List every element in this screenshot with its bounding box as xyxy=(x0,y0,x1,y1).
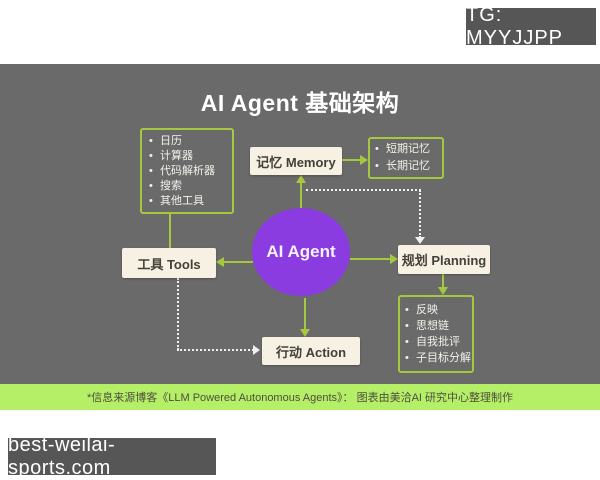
ai-agent-label: AI Agent xyxy=(266,242,336,261)
dotted-arrowhead-into-planning xyxy=(415,237,425,244)
tools-list-item: 代码解析器 xyxy=(146,164,228,179)
memory-node: 记忆 Memory xyxy=(250,147,342,175)
source-note-text: *信息来源博客《LLM Powered Autonomous Agents》： … xyxy=(86,392,514,404)
arrowhead-agent-to-planning xyxy=(390,254,398,264)
connector-planning-to-planninglist xyxy=(442,274,444,289)
planning-list-item: 子目标分解 xyxy=(402,350,471,366)
planning-list-item: 反映 xyxy=(402,302,470,318)
connector-agent-to-planning xyxy=(350,258,391,260)
action-node: 行动 Action xyxy=(262,337,360,365)
connector-memory-to-memorylist xyxy=(342,159,361,161)
memory-list-item: 长期记忆 xyxy=(372,158,440,175)
tools-list-item: 日历 xyxy=(146,134,228,149)
dotted-arrowhead-into-action xyxy=(253,345,260,355)
diagram-title: AI Agent 基础架构 xyxy=(200,90,400,116)
connector-toolslist-to-tools xyxy=(169,213,171,249)
dotted-connector-memory-to-planning-horizontal xyxy=(306,189,421,191)
tools-list-item: 其他工具 xyxy=(146,194,228,209)
dotted-connector-tools-to-action-vertical xyxy=(177,278,179,350)
ai-agent-node: AI Agent xyxy=(252,208,350,296)
site-watermark-badge: best-weilai-sports.com xyxy=(8,434,216,479)
memory-node-label: 记忆 Memory xyxy=(256,154,336,170)
memory-list: 短期记忆 长期记忆 xyxy=(368,137,444,179)
memory-list-item: 短期记忆 xyxy=(372,141,440,158)
connector-agent-to-memory xyxy=(300,181,302,209)
source-note-bar: *信息来源博客《LLM Powered Autonomous Agents》： … xyxy=(0,384,600,410)
tools-list-item: 计算器 xyxy=(146,149,228,164)
tools-list-item: 搜索 xyxy=(146,179,228,194)
arrowhead-memory-to-memorylist xyxy=(360,155,368,165)
tg-watermark-badge: TG: MYYJJPP xyxy=(466,4,596,49)
planning-list-item: 思想链 xyxy=(402,318,470,334)
arrowhead-agent-to-memory xyxy=(296,175,306,183)
planning-node: 规划 Planning xyxy=(398,245,490,274)
action-node-label: 行动 Action xyxy=(275,344,347,360)
tools-list: 日历 计算器 代码解析器 搜索 其他工具 xyxy=(140,128,234,214)
site-watermark-text: best-weilai-sports.com xyxy=(8,433,116,479)
tools-node: 工具 Tools xyxy=(122,248,216,278)
arrowhead-agent-to-action xyxy=(300,329,310,337)
tools-node-label: 工具 Tools xyxy=(137,256,201,272)
arrowhead-agent-to-tools xyxy=(216,257,224,267)
planning-list-item: 自我批评 xyxy=(402,334,470,350)
planning-list: 反映 思想链 自我批评 子目标分解 xyxy=(398,295,474,373)
tg-watermark-text: TG: MYYJJPP xyxy=(466,3,564,49)
planning-node-label: 规划 Planning xyxy=(401,253,487,268)
connector-agent-to-tools xyxy=(222,261,253,263)
arrowhead-planning-to-planninglist xyxy=(438,287,448,295)
connector-agent-to-action xyxy=(304,298,306,331)
dotted-connector-tools-to-action-horizontal xyxy=(177,349,254,351)
dotted-connector-memory-to-planning-vertical xyxy=(419,190,421,238)
diagram-canvas: AI Agent 基础架构 日历 计算器 代码解析器 搜索 其他工具 xyxy=(0,64,600,384)
